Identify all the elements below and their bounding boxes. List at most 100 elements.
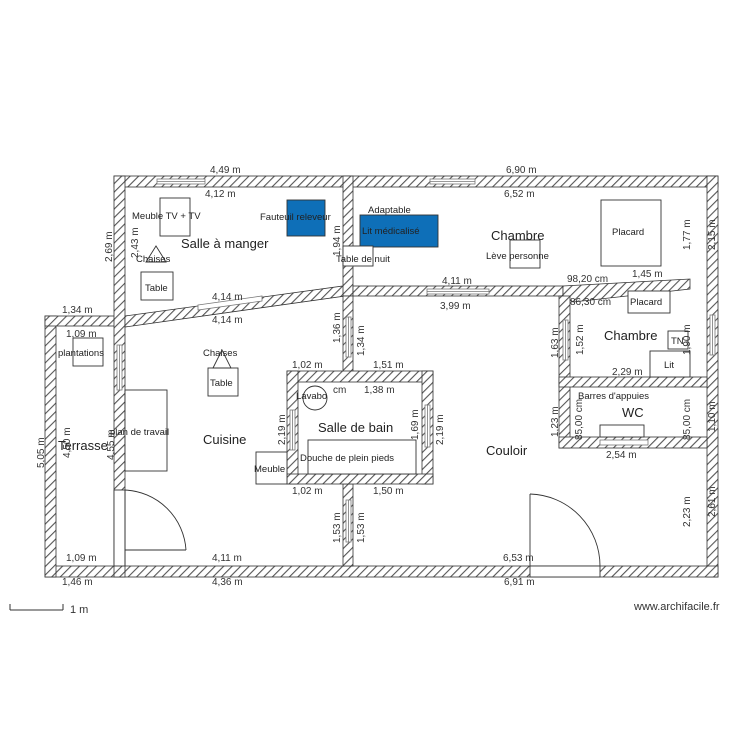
label-table-1: Table — [145, 283, 168, 294]
room-chambre-small: Chambre — [604, 328, 657, 343]
label-chaises-2: Chaises — [203, 348, 238, 359]
meuble-tv — [159, 197, 191, 237]
dim-153b: 1,53 m — [356, 512, 367, 543]
label-plantations: plantations — [58, 348, 104, 359]
dim-414b: 4,14 m — [212, 315, 243, 326]
dim-269: 2,69 m — [104, 231, 115, 262]
dim-145: 1,45 m — [632, 269, 663, 280]
dim-505: 5,05 m — [36, 437, 47, 468]
doors — [113, 489, 601, 578]
dim-cm: cm — [333, 385, 346, 396]
label-fauteuil: Fauteuil releveur — [260, 212, 331, 223]
dim-109b: 1,09 m — [66, 553, 97, 564]
label-tn: TN — [671, 336, 684, 347]
dim-109a: 1,09 m — [66, 329, 97, 340]
dim-455: 4,55 m — [106, 429, 117, 460]
dim-652: 6,52 m — [504, 189, 535, 200]
label-leve-personne: Lève personne — [486, 251, 549, 262]
label-adaptable: Adaptable — [368, 205, 411, 216]
dim-123: 1,23 m — [550, 406, 561, 437]
dim-691: 6,91 m — [504, 577, 535, 588]
dim-102b: 1,02 m — [292, 486, 323, 497]
label-barres: Barres d'appuies — [578, 391, 649, 402]
dim-450: 4,50 m — [62, 427, 73, 458]
dim-134b: 1,34 m — [356, 325, 367, 356]
dim-138: 1,38 m — [364, 385, 395, 396]
dim-399: 3,99 m — [440, 301, 471, 312]
meuble — [255, 451, 288, 485]
dim-215: 2,15 m — [707, 219, 718, 250]
fauteuil-releveur — [286, 199, 326, 237]
dim-690: 6,90 m — [506, 165, 537, 176]
dim-8500b: 85,00 cm — [682, 399, 693, 440]
lavabo-circle — [302, 385, 328, 411]
dim-177: 1,77 m — [682, 219, 693, 250]
placard-small — [627, 290, 671, 314]
dim-102a: 1,02 m — [292, 360, 323, 371]
table-1 — [140, 271, 174, 301]
label-placard-small: Placard — [630, 297, 662, 308]
chaises-2 — [212, 348, 232, 369]
dim-152: 1,52 m — [575, 324, 586, 355]
dim-229: 2,29 m — [612, 367, 643, 378]
label-table-2: Table — [210, 378, 233, 389]
dimensions-vertical: 2,69 m 2,43 m 1,94 m 1,77 m 2,15 m 1,36 … — [36, 219, 718, 543]
label-douche: Douche de plein pieds — [300, 453, 394, 464]
dim-411a: 4,11 m — [442, 276, 472, 287]
table-2 — [207, 367, 239, 397]
leve-personne — [509, 239, 541, 269]
dim-411b: 4,11 m — [212, 553, 242, 564]
dim-254: 2,54 m — [606, 450, 637, 461]
dim-653: 6,53 m — [503, 553, 534, 564]
plantations — [72, 337, 104, 367]
scale-bar: 1 m — [9, 604, 88, 616]
plan-de-travail — [124, 389, 168, 472]
dim-134: 1,34 m — [62, 305, 93, 316]
dim-110: 1,10 m — [707, 401, 718, 432]
dim-146: 1,46 m — [62, 577, 93, 588]
dim-190: 1,90 m — [682, 324, 693, 355]
furniture-labels: Meuble TV + TV Fauteuil releveur Adaptab… — [58, 205, 684, 475]
wc-bowl — [599, 424, 645, 438]
room-couloir: Couloir — [486, 443, 528, 458]
label-lit: Lit — [664, 360, 674, 371]
dim-412: 4,12 m — [205, 189, 236, 200]
dim-436: 4,36 m — [212, 577, 243, 588]
lit — [649, 350, 691, 378]
dim-8500a: 85,00 cm — [574, 399, 585, 440]
dim-261: 2,61 m — [707, 486, 718, 517]
label-lit-medicalise: Lit médicalisé — [362, 226, 420, 237]
dim-194: 1,94 m — [332, 225, 343, 256]
dim-223: 2,23 m — [682, 496, 693, 527]
dimensions-horizontal: 4,49 m 4,12 m 6,90 m 6,52 m 4,11 m 3,99 … — [62, 165, 663, 588]
scale-label: 1 m — [70, 604, 88, 616]
tn — [667, 330, 689, 350]
dim-163: 1,63 m — [550, 327, 561, 358]
dim-151: 1,51 m — [373, 360, 404, 371]
room-terrasse: Terrasse — [58, 438, 108, 453]
room-labels: Salle à manger Chambre Chambre Cuisine S… — [58, 228, 657, 458]
dim-449: 4,49 m — [210, 165, 241, 176]
chaises-1 — [145, 245, 167, 263]
dim-8630: 86,30 cm — [570, 297, 611, 308]
douche — [307, 439, 417, 475]
dim-9820: 98,20 cm — [567, 274, 608, 285]
label-plan-de-travail: plan de travail — [110, 427, 169, 438]
lit-medicalise — [359, 214, 439, 248]
room-salle-de-bain: Salle de bain — [318, 420, 393, 435]
furniture — [72, 197, 691, 485]
dim-219a: 2,19 m — [277, 414, 288, 445]
watermark: www.archifacile.fr — [633, 601, 720, 613]
dim-219b: 2,19 m — [435, 414, 446, 445]
dim-169: 1,69 m — [410, 409, 421, 440]
label-table-de-nuit: Table de nuit — [336, 254, 390, 265]
placard-main — [600, 199, 662, 267]
table-de-nuit — [342, 245, 374, 267]
dim-243: 2,43 m — [130, 227, 141, 258]
room-cuisine: Cuisine — [203, 432, 246, 447]
label-meuble-tv: Meuble TV + TV — [132, 211, 201, 222]
label-chaises-1: Chaises — [136, 254, 171, 265]
room-salle-a-manger: Salle à manger — [181, 236, 269, 251]
room-wc: WC — [622, 405, 644, 420]
